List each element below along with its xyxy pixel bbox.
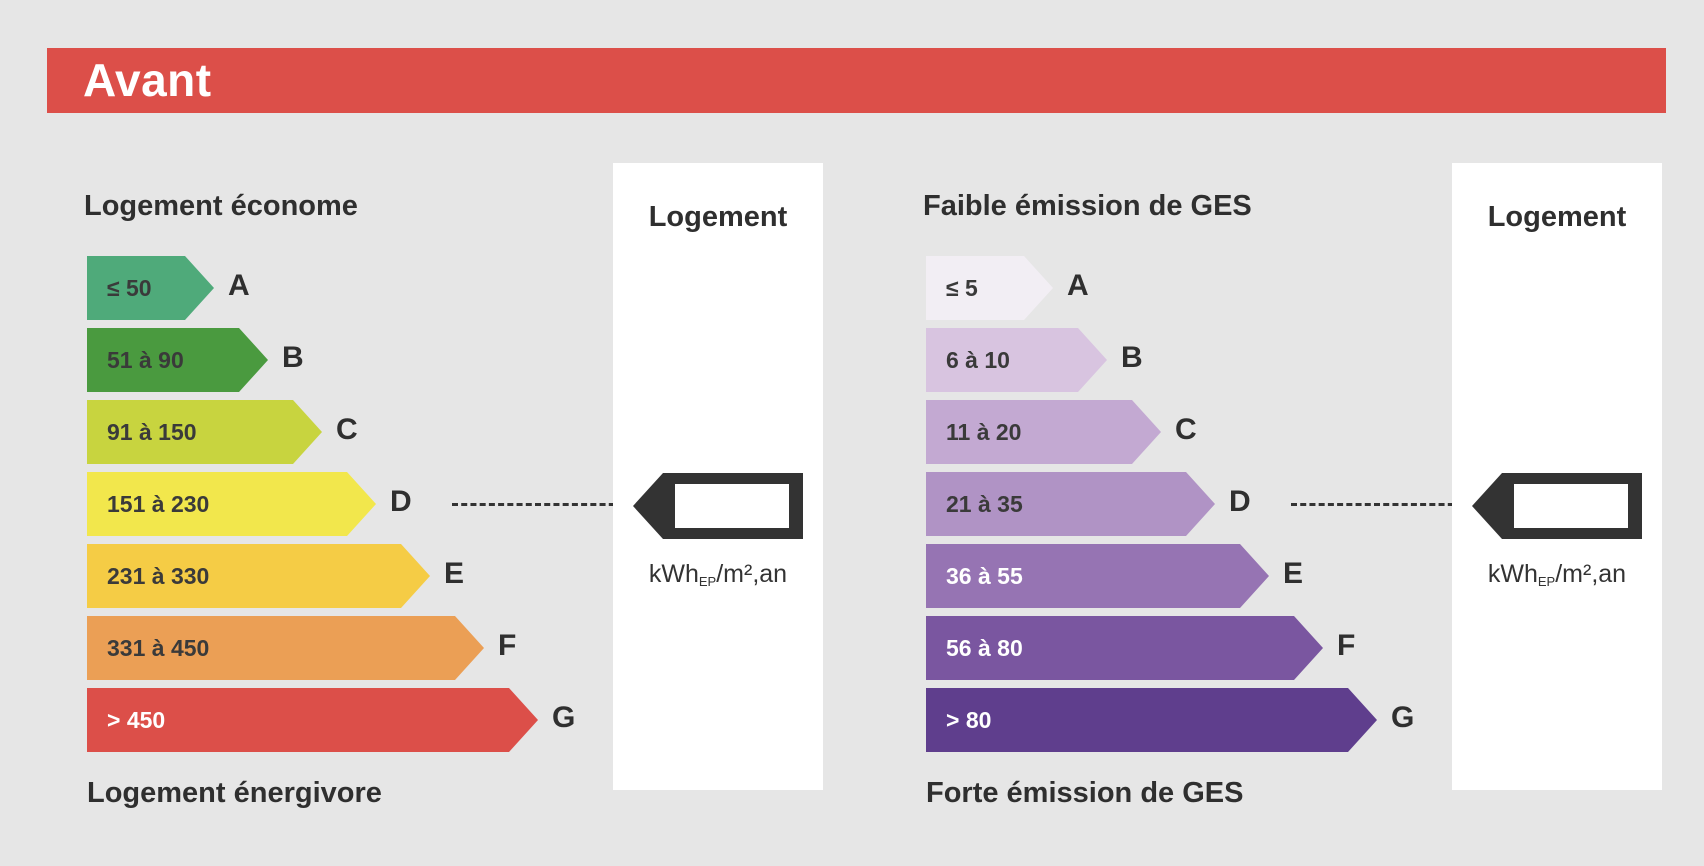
energy-class-range: 91 à 150 bbox=[107, 419, 197, 445]
ges-class-bar-b: 6 à 10 bbox=[926, 328, 1107, 392]
header-banner: Avant bbox=[47, 48, 1666, 113]
energy-class-range: ≤ 50 bbox=[107, 275, 152, 301]
energy-class-bar-a: ≤ 50 bbox=[87, 256, 214, 320]
ges-top-label: Faible émission de GES bbox=[923, 190, 1252, 222]
energy-class-range: 151 à 230 bbox=[107, 491, 210, 517]
ges-bottom-label: Forte émission de GES bbox=[926, 777, 1244, 809]
energy-class-letter: E bbox=[444, 557, 465, 590]
energy-class-range: 51 à 90 bbox=[107, 347, 184, 373]
banner-title: Avant bbox=[83, 54, 212, 106]
ges-class-letter: B bbox=[1121, 341, 1143, 374]
energy-class-letter: D bbox=[390, 485, 412, 518]
energy-class-range: > 450 bbox=[107, 707, 166, 733]
energy-indicator-tag bbox=[633, 473, 803, 539]
ges-unit-label: kWhEP/m²,an bbox=[1487, 560, 1627, 589]
energy-class-letter: C bbox=[336, 413, 358, 446]
ges-column-title: Logement bbox=[1487, 201, 1627, 233]
ges-logement-column: Logement kWhEP/m²,an bbox=[1452, 163, 1662, 790]
ges-class-range: 11 à 20 bbox=[946, 419, 1022, 445]
energy-label-panel: Logement économe ≤ 50 A 51 à 90 B 91 à 150 C 1… bbox=[84, 163, 823, 809]
energy-class-bar-f: 331 à 450 bbox=[87, 616, 484, 680]
energy-class-letter: B bbox=[282, 341, 304, 374]
energy-column-title: Logement bbox=[648, 201, 788, 233]
ges-class-letter: E bbox=[1283, 557, 1304, 590]
ges-indicator-leader bbox=[1291, 503, 1463, 506]
ges-class-bar-c: 11 à 20 bbox=[926, 400, 1161, 464]
ges-class-letter: D bbox=[1229, 485, 1251, 518]
ges-class-bar-e: 36 à 55 bbox=[926, 544, 1269, 608]
energy-class-bar-b: 51 à 90 bbox=[87, 328, 268, 392]
energy-class-range: 331 à 450 bbox=[107, 635, 210, 661]
energy-class-bar-g: > 450 bbox=[87, 688, 538, 752]
energy-unit-label: kWhEP/m²,an bbox=[648, 560, 788, 589]
energy-class-letter: A bbox=[228, 269, 250, 302]
energy-class-bar-c: 91 à 150 bbox=[87, 400, 322, 464]
ges-class-range: ≤ 5 bbox=[946, 275, 978, 301]
energy-class-letter: F bbox=[498, 629, 517, 662]
energy-class-letter: G bbox=[552, 701, 576, 734]
energy-top-label: Logement économe bbox=[84, 190, 358, 222]
ges-indicator-tag bbox=[1472, 473, 1642, 539]
ges-class-range: 6 à 10 bbox=[946, 347, 1010, 373]
ges-class-letter: F bbox=[1337, 629, 1356, 662]
energy-indicator-leader bbox=[452, 503, 624, 506]
ges-class-range: 56 à 80 bbox=[946, 635, 1023, 661]
ges-class-range: > 80 bbox=[946, 707, 992, 733]
ges-class-letter: C bbox=[1175, 413, 1197, 446]
ges-class-bar-f: 56 à 80 bbox=[926, 616, 1323, 680]
ges-class-range: 36 à 55 bbox=[946, 563, 1023, 589]
ges-class-letter: A bbox=[1067, 269, 1089, 302]
energy-class-bar-d: 151 à 230 bbox=[87, 472, 376, 536]
ges-class-range: 21 à 35 bbox=[946, 491, 1023, 517]
ges-class-letter: G bbox=[1391, 701, 1415, 734]
energy-logement-column: Logement kWhEP/m²,an bbox=[613, 163, 823, 790]
energy-bottom-label: Logement énergivore bbox=[87, 777, 382, 809]
energy-class-range: 231 à 330 bbox=[107, 563, 210, 589]
energy-class-bar-e: 231 à 330 bbox=[87, 544, 430, 608]
ges-class-bar-a: ≤ 5 bbox=[926, 256, 1053, 320]
ges-class-bar-d: 21 à 35 bbox=[926, 472, 1215, 536]
ges-class-bar-g: > 80 bbox=[926, 688, 1377, 752]
